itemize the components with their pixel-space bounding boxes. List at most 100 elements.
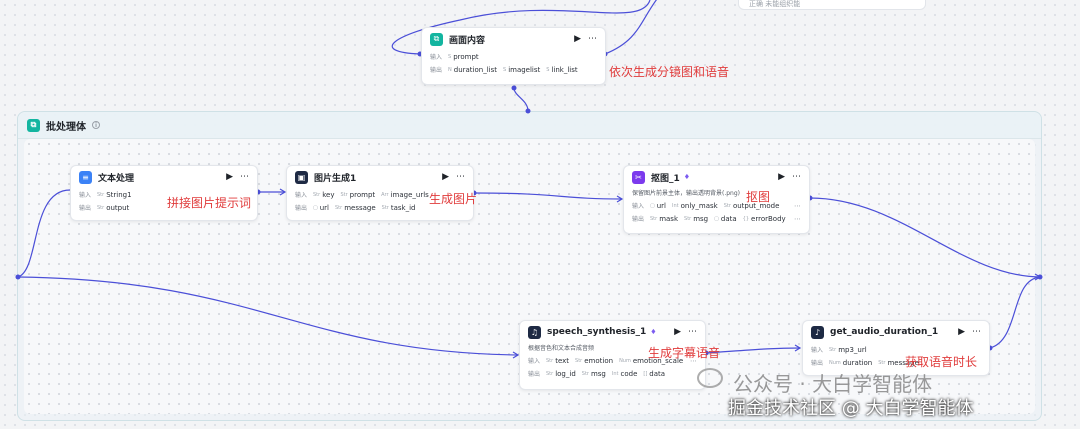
node-speech-title: speech_synthesis_1	[547, 327, 647, 337]
wire-huamian-out	[604, 0, 658, 55]
premium-icon: ♦	[683, 173, 691, 181]
wechat-logo-icon	[697, 368, 723, 388]
more-icon[interactable]: ⋯	[456, 172, 465, 182]
audio-icon: ♪	[811, 325, 824, 339]
annotation-koutu: 抠图	[746, 190, 771, 204]
node-huamian-title: 画面内容	[449, 35, 486, 46]
run-icon[interactable]: ▶	[442, 172, 449, 182]
more-icon[interactable]: ⋯	[792, 172, 801, 182]
param-tag[interactable]: ▢url	[650, 201, 666, 210]
node-tupian-header[interactable]: ▣ 图片生成1 ▶ ⋯	[287, 166, 473, 188]
run-icon[interactable]: ▶	[674, 327, 681, 337]
run-icon[interactable]: ▶	[958, 327, 965, 337]
batch-icon: ⧉	[27, 118, 40, 132]
annotation-huamian: 依次生成分镜图和语音	[609, 65, 730, 79]
node-audio-title: get_audio_duration_1	[830, 327, 939, 337]
node-wenben-title: 文本处理	[98, 173, 135, 184]
more-params-icon[interactable]: ⋯	[794, 201, 801, 210]
node-tupian-title: 图片生成1	[314, 173, 357, 184]
node-audio-header[interactable]: ♪ get_audio_duration_1 ▶ ⋯	[803, 321, 989, 343]
node-koutu-desc: 保留图片前景主体，输出透明背景(.png)	[632, 190, 741, 197]
more-params-icon[interactable]: ⋯	[794, 214, 801, 223]
wire-huamian-bottom	[513, 87, 529, 112]
annotation-speech: 生成字幕语音	[648, 346, 721, 360]
more-icon[interactable]: ⋯	[972, 327, 981, 337]
node-huamian-header[interactable]: ⧉ 画面内容 ▶ ⋯	[422, 28, 605, 50]
param-tag[interactable]: ▢url	[313, 203, 329, 212]
node-wenben-header[interactable]: ≡ 文本处理 ▶ ⋯	[71, 166, 257, 188]
more-icon[interactable]: ⋯	[240, 172, 249, 182]
annotation-audio: 获取语音时长	[905, 355, 978, 369]
batch-group-header[interactable]: ⧉ 批处理体 i	[18, 112, 1041, 139]
more-icon[interactable]: ⋯	[588, 34, 597, 44]
more-params-icon[interactable]: ⋯	[690, 356, 697, 365]
param-tag[interactable]: ▢data	[714, 214, 737, 223]
node-speech-header[interactable]: ♫ speech_synthesis_1 ♦ ▶ ⋯	[520, 321, 705, 343]
run-icon[interactable]: ▶	[574, 34, 581, 44]
info-icon[interactable]: i	[92, 121, 100, 129]
node-koutu-header[interactable]: ✂ 抠图_1 ♦ ▶ ⋯	[624, 166, 809, 188]
node-speech[interactable]: ♫ speech_synthesis_1 ♦ ▶ ⋯ 根据音色和文本合成音频 输…	[519, 320, 706, 390]
annotation-tupian: 生成图片	[429, 192, 478, 206]
run-icon[interactable]: ▶	[226, 172, 233, 182]
node-koutu-title: 抠图_1	[651, 173, 680, 184]
more-icon[interactable]: ⋯	[688, 327, 697, 337]
top-panel-text: 正确 未能组织能	[749, 0, 801, 8]
matting-icon: ✂	[632, 170, 645, 184]
run-icon[interactable]: ▶	[778, 172, 785, 182]
node-huamian-icon: ⧉	[430, 32, 443, 46]
param-tag[interactable]: []data	[643, 369, 666, 378]
top-partial-panel: 正确 未能组织能	[738, 0, 926, 10]
watermark-line2: 掘金技术社区 @ 大白学智能体	[728, 398, 974, 419]
param-tag[interactable]: {}errorBody	[742, 214, 786, 223]
annotation-wenben: 拼接图片提示词	[167, 196, 252, 210]
port-huamian-bottom	[511, 85, 517, 91]
node-koutu[interactable]: ✂ 抠图_1 ♦ ▶ ⋯ 保留图片前景主体，输出透明背景(.png) 输入 ▢u…	[623, 165, 810, 234]
premium-icon: ♦	[650, 328, 657, 336]
image-gen-icon: ▣	[295, 170, 308, 184]
node-speech-desc: 根据音色和文本合成音频	[528, 345, 595, 352]
watermark-line1: 公众号 · 大白学智能体	[733, 372, 933, 396]
speech-icon: ♫	[528, 325, 541, 339]
